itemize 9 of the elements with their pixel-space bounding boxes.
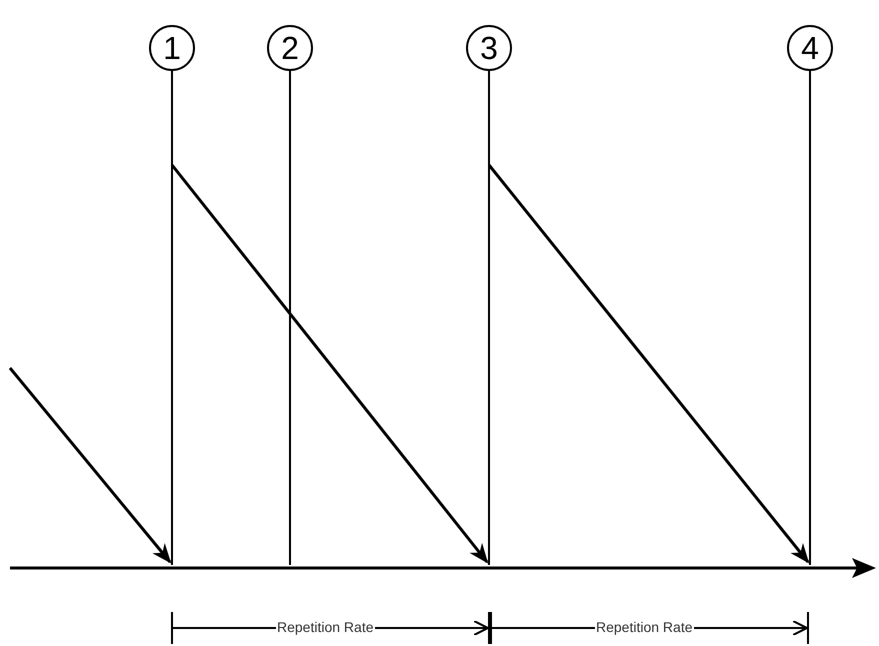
event-number-circle: 4 bbox=[787, 25, 833, 71]
event-number-circle: 2 bbox=[267, 25, 313, 71]
dimension-label: Repetition Rate bbox=[595, 619, 694, 635]
event-number-circle: 1 bbox=[149, 25, 195, 71]
arrow bbox=[8, 367, 172, 564]
dimension-label: Repetition Rate bbox=[276, 619, 375, 635]
event-number-circle: 3 bbox=[466, 25, 512, 71]
arrow bbox=[488, 164, 810, 564]
arrow bbox=[170, 164, 488, 564]
